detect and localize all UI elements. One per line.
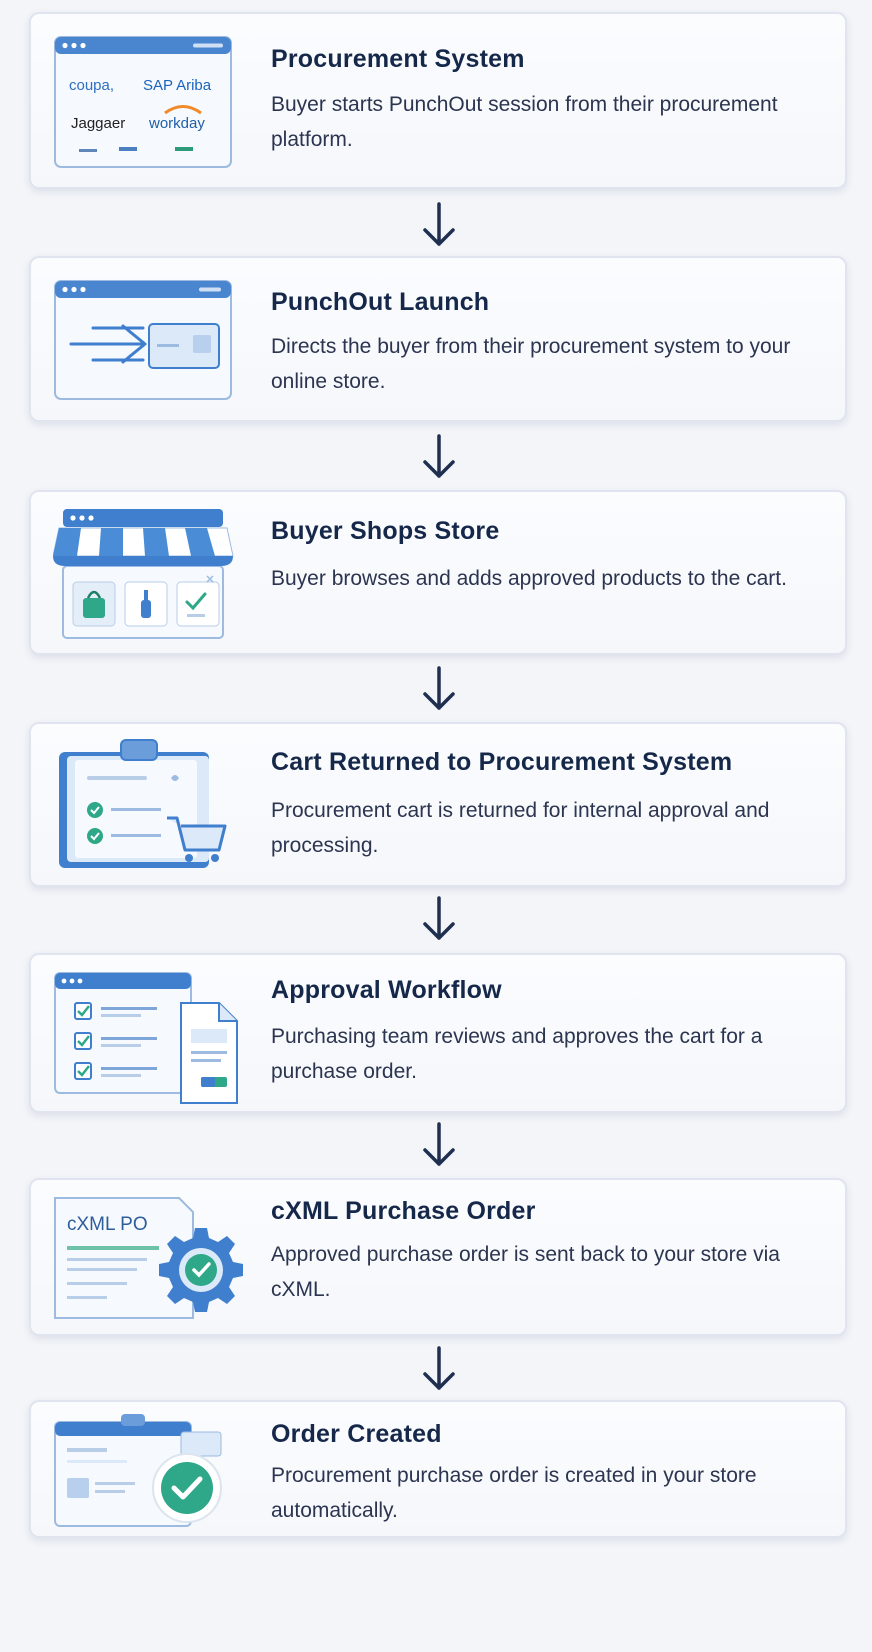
step-card-punchout-launch: PunchOut Launch Directs the buyer from t… xyxy=(29,256,847,422)
workday-logo: workday xyxy=(148,115,205,132)
step-description: Directs the buyer from their procurement… xyxy=(271,329,815,399)
step-description: Procurement purchase order is created in… xyxy=(271,1458,815,1528)
coupa-logo: coupa, xyxy=(69,77,114,94)
storefront-icon xyxy=(53,506,243,646)
step-description: Approved purchase order is sent back to … xyxy=(271,1237,815,1307)
step-title: Approval Workflow xyxy=(271,976,825,1005)
jaggaer-logo: Jaggaer xyxy=(71,115,125,132)
step-title: PunchOut Launch xyxy=(271,288,825,317)
procurement-platform-icon: coupa, SAP Ariba Jaggaer workday xyxy=(53,34,243,174)
approval-checklist-icon xyxy=(53,967,243,1107)
order-created-check-icon xyxy=(53,1408,243,1548)
step-card-approval-workflow: Approval Workflow Purchasing team review… xyxy=(29,953,847,1113)
ariba-logo: SAP Ariba xyxy=(143,77,212,94)
down-arrow-icon xyxy=(419,1120,459,1170)
down-arrow-icon xyxy=(419,432,459,482)
step-card-buyer-shops-store: Buyer Shops Store Buyer browses and adds… xyxy=(29,490,847,655)
step-title: Procurement System xyxy=(271,45,825,74)
step-card-procurement-system: coupa, SAP Ariba Jaggaer workday Procure… xyxy=(29,12,847,189)
cxml-po-label: cXML PO xyxy=(67,1214,148,1235)
step-card-order-created: Order Created Procurement purchase order… xyxy=(29,1400,847,1538)
down-arrow-icon xyxy=(419,1344,459,1394)
step-title: cXML Purchase Order xyxy=(271,1197,825,1226)
step-description: Procurement cart is returned for interna… xyxy=(271,793,815,863)
step-title: Cart Returned to Procurement System xyxy=(271,748,825,777)
step-description: Buyer browses and adds approved products… xyxy=(271,561,815,596)
step-description: Buyer starts PunchOut session from their… xyxy=(271,87,815,157)
step-card-cxml-purchase-order: cXML PO cXML Purchase Order Approved pur… xyxy=(29,1178,847,1336)
punchout-launch-icon xyxy=(53,278,243,418)
down-arrow-icon xyxy=(419,894,459,944)
step-description: Purchasing team reviews and approves the… xyxy=(271,1019,815,1089)
step-title: Buyer Shops Store xyxy=(271,517,825,546)
cxml-gear-icon: cXML PO xyxy=(53,1190,243,1330)
down-arrow-icon xyxy=(419,664,459,714)
down-arrow-icon xyxy=(419,200,459,250)
step-title: Order Created xyxy=(271,1420,825,1449)
step-card-cart-returned: Cart Returned to Procurement System Proc… xyxy=(29,722,847,887)
clipboard-cart-icon xyxy=(53,732,243,872)
